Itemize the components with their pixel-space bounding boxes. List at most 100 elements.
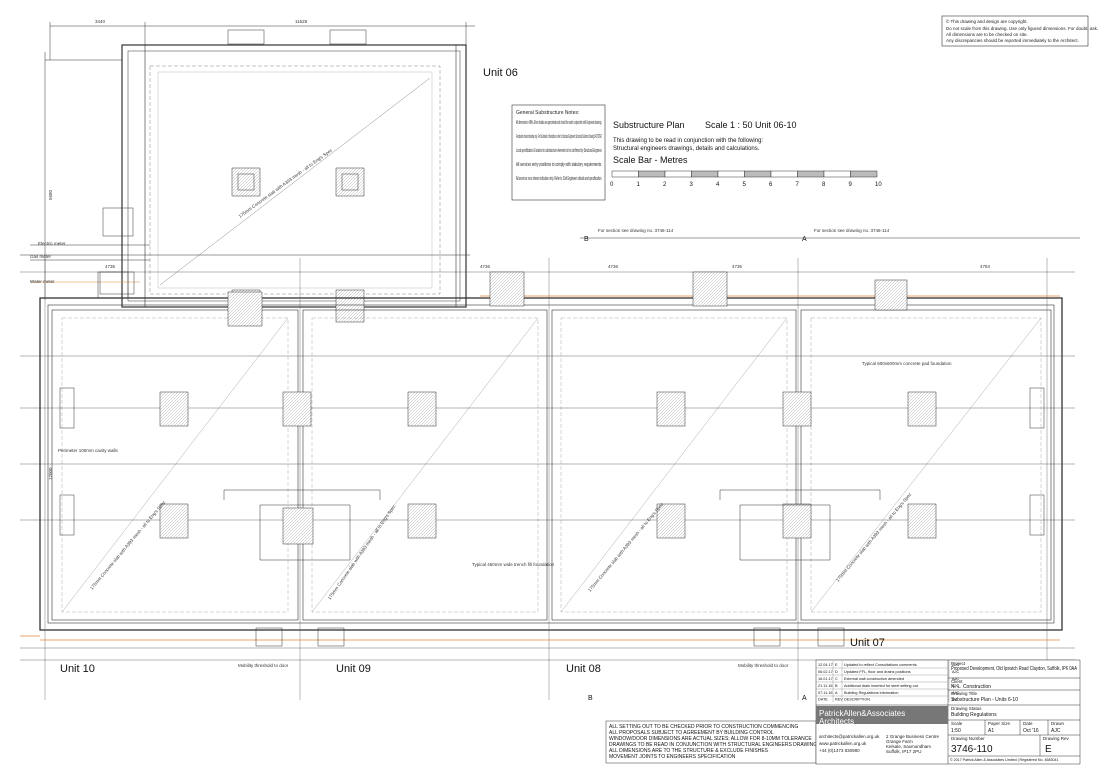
unit-diagonals [61,317,1042,613]
revision-cell: AJC [952,684,959,688]
svg-text:4736: 4736 [105,264,116,269]
general-notes: ALL SETTING OUT TO BE CHECKED PRIOR TO C… [609,724,821,760]
copyright-notes: © This drawing and design are copyright.… [946,18,1098,43]
unit-07-slab-note: 175mm Concrete slab with A393 mesh - all… [835,491,913,582]
firm-phone: +44 (0)1473 830980 [819,748,860,753]
section-line-top [20,237,1080,256]
address-line-2: Grange Farm [886,739,913,744]
scale-bar-segment [770,170,798,178]
mobility-threshold-note-2: Mobility threshold to door [238,663,289,668]
svg-text:ALL DIMENSIONS ARE TO THE STRU: ALL DIMENSIONS ARE TO THE STRUCTURE & EX… [609,748,769,754]
firm-name: PatrickAllen&Associates [819,709,905,718]
scale-bar-tick-label: 6 [769,182,773,188]
unit-09-slab-note: 175mm Concrete slab with A393 mesh - all… [327,503,397,600]
scale-bar-tick-label: 4 [716,182,720,188]
section-b-bottom: B [588,695,593,702]
unit-06-diagonal [159,77,431,286]
address-line-3: Kelsale, Saxmundham [886,744,931,749]
revision-cell: 12.04.17 [818,663,833,667]
intro-line-2: Structural engineers drawings, details a… [613,146,760,152]
revision-cell: AJC [952,670,959,674]
revision-cell: 07.11.16 [818,691,833,695]
revision-header-cell: REV [835,698,843,702]
section-a-top: A [802,236,807,243]
section-a-ref-top: For section see drawing no. 3746-114 [814,228,890,233]
revision-cell: A [835,691,838,695]
revision-cell: E [835,663,838,667]
drawn-label: Drawn [1051,721,1065,726]
revision-cell: Additional drain inserted for steel sett… [844,684,919,688]
revision-cell: B [835,684,838,688]
scale-value: 1:50 [951,728,961,734]
address-line-4: Suffolk, IP17 2PU [886,749,921,754]
title-copyright: © 2017 Patrick Allen & Associates Limite… [950,758,1058,762]
unit-10-slab-note: 175mm Concrete slab with A393 mesh - all… [89,499,167,590]
drawing-number: 3746-110 [951,744,993,755]
svg-text:4736: 4736 [480,264,491,269]
grid-lines [20,271,1075,661]
paper-label: Paper Size [988,721,1011,726]
scale-bar-tick-label: 1 [637,182,641,188]
scale-bar-tick-label: 5 [743,182,747,188]
svg-text:© This drawing and design are: © This drawing and design are copyright. [946,18,1028,24]
section-a-bottom: A [802,695,807,702]
revision-cell: AJC [952,691,959,695]
dim-row: 4736 4736 4736 4736 4784 [105,264,991,269]
svg-text:Any discrepancies should be re: Any discrepancies should be reported imm… [946,38,1079,43]
client-label: Client [951,679,963,684]
section-b-top: B [584,236,589,243]
svg-text:DRAWINGS TO BE READ IN CONJUNC: DRAWINGS TO BE READ IN CONJUNCTION WITH … [609,742,821,748]
firm-banner [816,706,948,724]
top-dimension-line [49,22,475,60]
revision-cell: C [835,677,838,681]
water-meter-label: Water meter [30,279,55,284]
revision-cell: External wall construction amended [844,677,904,681]
notes-box [511,104,606,201]
unit-06-outline [121,44,467,308]
dim-top-mid: 11628 [295,19,308,24]
revision-cell: 16.01.17 [818,677,833,681]
section-b-ref-top: For section see drawing no. 3746-114 [598,228,674,233]
unit-06-label: Unit 06 [483,67,518,79]
date-label: Date [1023,721,1033,726]
scale-bar-segment [611,170,639,178]
unit-08-label: Unit 08 [566,663,601,675]
project-value: Proposed Development, Old Ipswich Road C… [951,666,1078,672]
revision-cell: Updated to reflect Consultations comment… [844,663,917,667]
revision-cell: D [835,670,838,674]
revision-cell: AJC [952,663,959,667]
left-extension [30,52,150,300]
project-label: Project [951,661,966,666]
revision-cell: 21.11.16 [818,684,833,688]
client-value: N. L. Construction [951,684,991,690]
svg-text:All services entry positions t: All services entry positions to comply w… [516,162,602,168]
notes-text: General Substructure Notes: All dimensio… [516,110,602,182]
address-line-1: 2 Grange Business Centre [886,734,940,739]
dim-left-lower: 12000 [48,467,53,480]
electric-meter-label: Electric meter [38,241,66,246]
firm-web: www.patrickallen.org.uk [819,741,867,746]
revision-cell: AJC [952,677,959,681]
rev-label: Drawing Rev [1043,736,1070,741]
scale-bar-segment [664,170,692,178]
scale-bar-segment [823,170,851,178]
typical-strip-note: Typical 450mm wide trench fill foundatio… [472,562,555,567]
svg-text:WINDOW/DOOR DIMENSIONS ARE ACT: WINDOW/DOOR DIMENSIONS ARE ACTUAL SIZES;… [609,736,812,742]
drawn-value: AJC [1051,728,1061,734]
dim-left-side: 5680 [48,189,53,200]
scale-bar-tick-label: 9 [849,182,853,188]
scale-bar-tick-label: 8 [822,182,826,188]
gas-meter-label: Gas meter [30,254,52,259]
svg-text:4736: 4736 [732,264,743,269]
unit-08-slab-note: 175mm Concrete slab with A393 mesh - all… [587,501,665,592]
svg-text:All dimensions in MM's & finer: All dimensions in MM's & finer details a… [516,120,602,126]
status-value: Building Regulations [951,712,997,718]
scale-bar-segment [850,170,878,178]
svg-text:MOVEMENT JOINTS TO ENGINEERS S: MOVEMENT JOINTS TO ENGINEERS SPECIFICATI… [609,754,736,760]
scale-bar-segment [638,170,666,178]
scale-bar-segment [797,170,825,178]
unit-07-label: Unit 07 [850,637,885,649]
svg-text:ALL PROPOSALS SUBJECT TO AGREE: ALL PROPOSALS SUBJECT TO AGREEMENT BY BU… [609,730,774,736]
